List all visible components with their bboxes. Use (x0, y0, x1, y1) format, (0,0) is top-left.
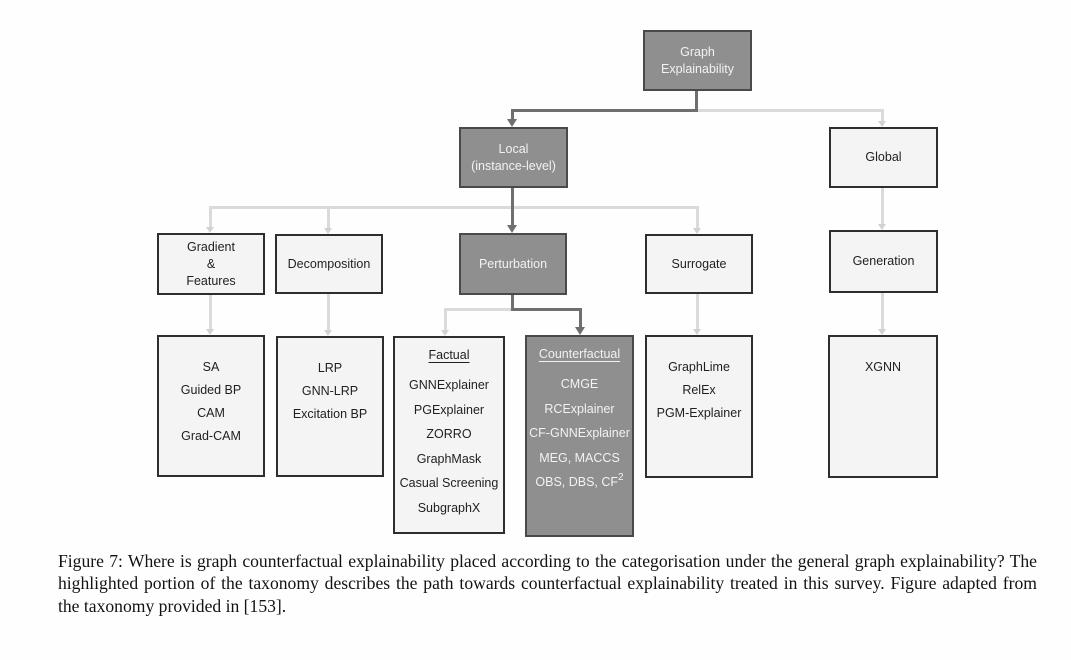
node-generation: Generation (829, 230, 938, 293)
method-label: Excitation BP (292, 407, 368, 421)
node-decomposition: Decomposition (275, 234, 383, 294)
node-graph-explainability: Graph Explainability (643, 30, 752, 91)
leaf-generation-methods: XGNN (828, 335, 938, 478)
leaf-surrogate-methods: GraphLime RelEx PGM-Explainer (645, 335, 753, 478)
node-perturbation: Perturbation (459, 233, 567, 295)
arrowhead-perturbation-icon (507, 225, 517, 233)
method-label: LRP (317, 361, 343, 375)
leaf-counterfactual-methods: Counterfactual CMGE RCExplainer CF-GNNEx… (525, 335, 634, 537)
arrowhead-generation-icon (878, 224, 886, 230)
method-label: CF-GNNExplainer (529, 426, 630, 441)
leaf-decomposition-methods: LRP GNN-LRP Excitation BP (276, 336, 384, 477)
edge-counterfactual-drop (579, 308, 582, 328)
edge-surrogate-leaf (696, 294, 699, 330)
node-surrogate: Surrogate (645, 234, 753, 294)
edge-bus-gradient (209, 206, 212, 228)
edge-decomposition-leaf (327, 294, 330, 331)
method-label: GNNExplainer (409, 378, 489, 392)
edge-bus-surrogate (696, 206, 699, 229)
arrowhead-gradient-leaf-icon (206, 329, 214, 335)
edge-root-stem (695, 91, 698, 112)
edge-root-local-h (511, 109, 698, 112)
method-label: ZORRO (426, 427, 472, 442)
node-gradient-features: Gradient & Features (157, 233, 265, 295)
leaf-factual-methods: Factual GNNExplainer PGExplainer ZORRO G… (393, 336, 505, 534)
figure-caption: Figure 7: Where is graph counterfactual … (58, 551, 1037, 616)
edge-global-drop (881, 109, 884, 125)
edge-root-global (697, 109, 884, 112)
arrowhead-gradient-icon (206, 227, 214, 233)
method-label: PGExplainer (413, 402, 485, 417)
method-label: GraphLime (668, 360, 730, 374)
arrowhead-counterfactual-icon (575, 327, 585, 335)
arrowhead-xgnn-icon (878, 329, 886, 335)
arrowhead-surrogate-leaf-icon (693, 329, 701, 335)
method-label: PGM-Explainer (656, 406, 742, 420)
method-label-base: OBS, DBS, CF (535, 475, 619, 490)
method-label: OBS, DBS, CF2 (527, 470, 632, 495)
method-label: SubgraphX (417, 500, 481, 515)
arrowhead-decomposition-icon (324, 228, 332, 234)
method-label: XGNN (864, 360, 902, 374)
edge-local-drop (511, 109, 514, 121)
method-label: GNN-LRP (301, 384, 359, 398)
edge-perturbation-counterfactual-h (511, 308, 582, 311)
node-global: Global (829, 127, 938, 188)
arrowhead-surrogate-icon (693, 228, 701, 234)
method-label: Grad-CAM (181, 429, 241, 443)
counterfactual-title: Counterfactual (538, 347, 621, 361)
edge-perturbation-stem (511, 295, 514, 311)
arrowhead-decomposition-leaf-icon (324, 330, 332, 336)
method-label-superscript: 2 (618, 472, 624, 484)
method-label: CMGE (560, 377, 599, 391)
method-label: SA (202, 360, 220, 374)
edge-global-generation (881, 188, 884, 225)
factual-title: Factual (428, 348, 470, 362)
edge-bus-decomposition (327, 206, 330, 229)
edge-local-perturbation (511, 188, 514, 226)
method-label: RelEx (682, 383, 716, 397)
method-label: GraphMask (416, 451, 482, 466)
edge-gradient-leaf (209, 295, 212, 330)
method-label: Guided BP (180, 383, 242, 397)
edge-factual-drop (444, 308, 447, 331)
node-local: Local (instance-level) (459, 127, 568, 188)
method-label: MEG, MACCS (539, 450, 620, 465)
edge-local-bus (209, 206, 699, 209)
edge-perturbation-factual-h (444, 308, 514, 311)
leaf-gradient-methods: SA Guided BP CAM Grad-CAM (157, 335, 265, 477)
edge-generation-xgnn (881, 293, 884, 330)
method-label: CAM (197, 406, 225, 420)
arrowhead-local-icon (507, 119, 517, 127)
arrowhead-global-icon (878, 121, 886, 127)
method-label: RCExplainer (544, 401, 615, 416)
method-label: Casual Screening (399, 476, 499, 491)
arrowhead-factual-icon (441, 330, 449, 336)
